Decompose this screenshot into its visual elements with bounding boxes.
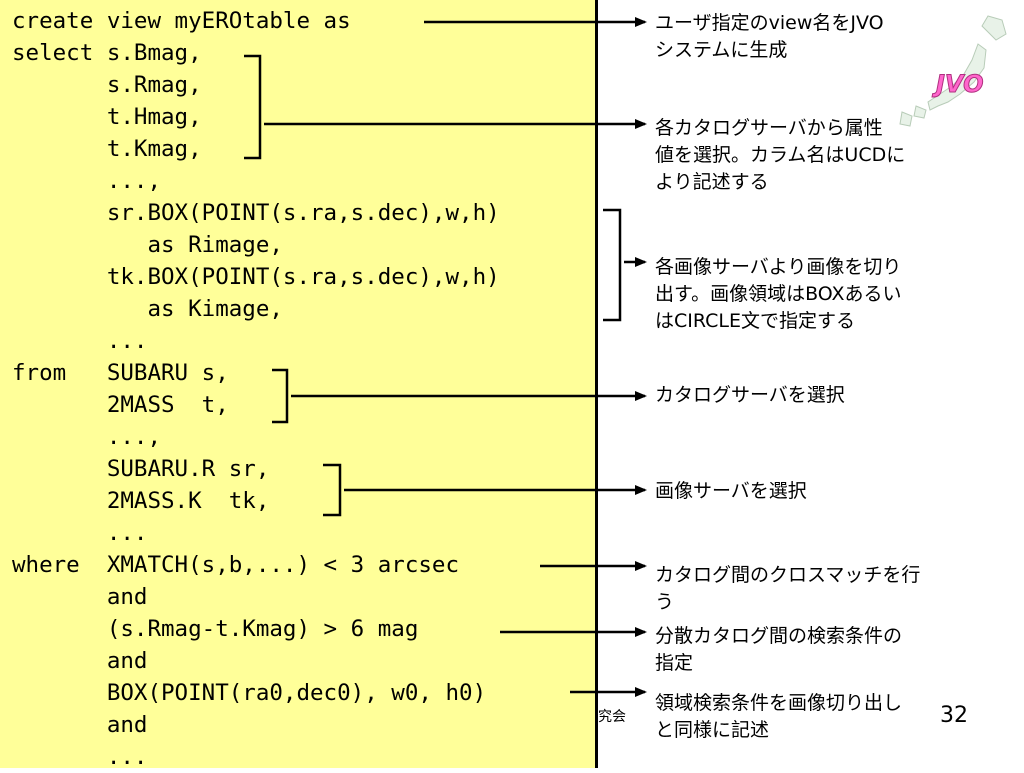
code-line: BOX(POINT(ra0,dec0), w0, h0) <box>12 680 487 706</box>
page-number: 32 <box>940 703 968 728</box>
note-region-condition: 領域検索条件を画像切り出し と同様に記述 <box>655 692 903 741</box>
bracket-image-server <box>323 463 342 517</box>
code-line: 2MASS t, <box>12 392 229 418</box>
bracket-image-cutout <box>603 208 622 322</box>
code-line: ... <box>12 328 148 354</box>
footer-text: 究会 <box>598 709 626 725</box>
sql-code-panel: create view myEROtable as select s.Bmag,… <box>0 0 598 770</box>
code-line: ... <box>12 744 148 770</box>
code-line: as Rimage, <box>12 232 283 258</box>
code-line: ..., <box>12 424 162 450</box>
code-line: ..., <box>12 168 162 194</box>
code-line: t.Hmag, <box>12 104 202 130</box>
note-crossmatch: カタログ間のクロスマッチを行 う <box>655 564 921 613</box>
code-line: and <box>12 584 148 610</box>
bracket-catalog-server <box>272 368 289 424</box>
japan-map-icon: JVO <box>899 15 1007 127</box>
note-image-cutout: 各画像サーバより画像を切り 出す。画像領域はBOXあるい はCIRCLE文で指定… <box>655 256 902 332</box>
code-line: as Kimage, <box>12 296 283 322</box>
note-catalog-attributes: 各カタログサーバから属性 値を選択。カラム名はUCDに より記述する <box>655 117 906 193</box>
code-line: t.Kmag, <box>12 136 202 162</box>
code-line: s.Rmag, <box>12 72 202 98</box>
note-catalog-server: カタログサーバを選択 <box>655 384 845 406</box>
code-line: (s.Rmag-t.Kmag) > 6 mag <box>12 616 419 642</box>
code-line: sr.BOX(POINT(s.ra,s.dec),w,h) <box>12 200 500 226</box>
note-image-server: 画像サーバを選択 <box>655 480 807 502</box>
logo-text: JVO <box>932 70 983 98</box>
note-view-name: ユーザ指定のview名をJVO システムに生成 <box>655 12 884 61</box>
code-line: tk.BOX(POINT(s.ra,s.dec),w,h) <box>12 264 500 290</box>
code-line: and <box>12 648 148 674</box>
jvo-logo: JVO <box>890 10 1010 134</box>
code-line: select s.Bmag, <box>12 40 202 66</box>
code-line: SUBARU.R sr, <box>12 456 270 482</box>
bracket-attributes <box>244 54 262 160</box>
code-line: and <box>12 712 148 738</box>
note-search-condition: 分散カタログ間の検索条件の 指定 <box>655 625 903 674</box>
code-line: from SUBARU s, <box>12 360 229 386</box>
code-line: create view myEROtable as <box>12 8 351 34</box>
code-line: ... <box>12 520 148 546</box>
code-line: where XMATCH(s,b,...) < 3 arcsec <box>12 552 460 578</box>
code-line: 2MASS.K tk, <box>12 488 270 514</box>
